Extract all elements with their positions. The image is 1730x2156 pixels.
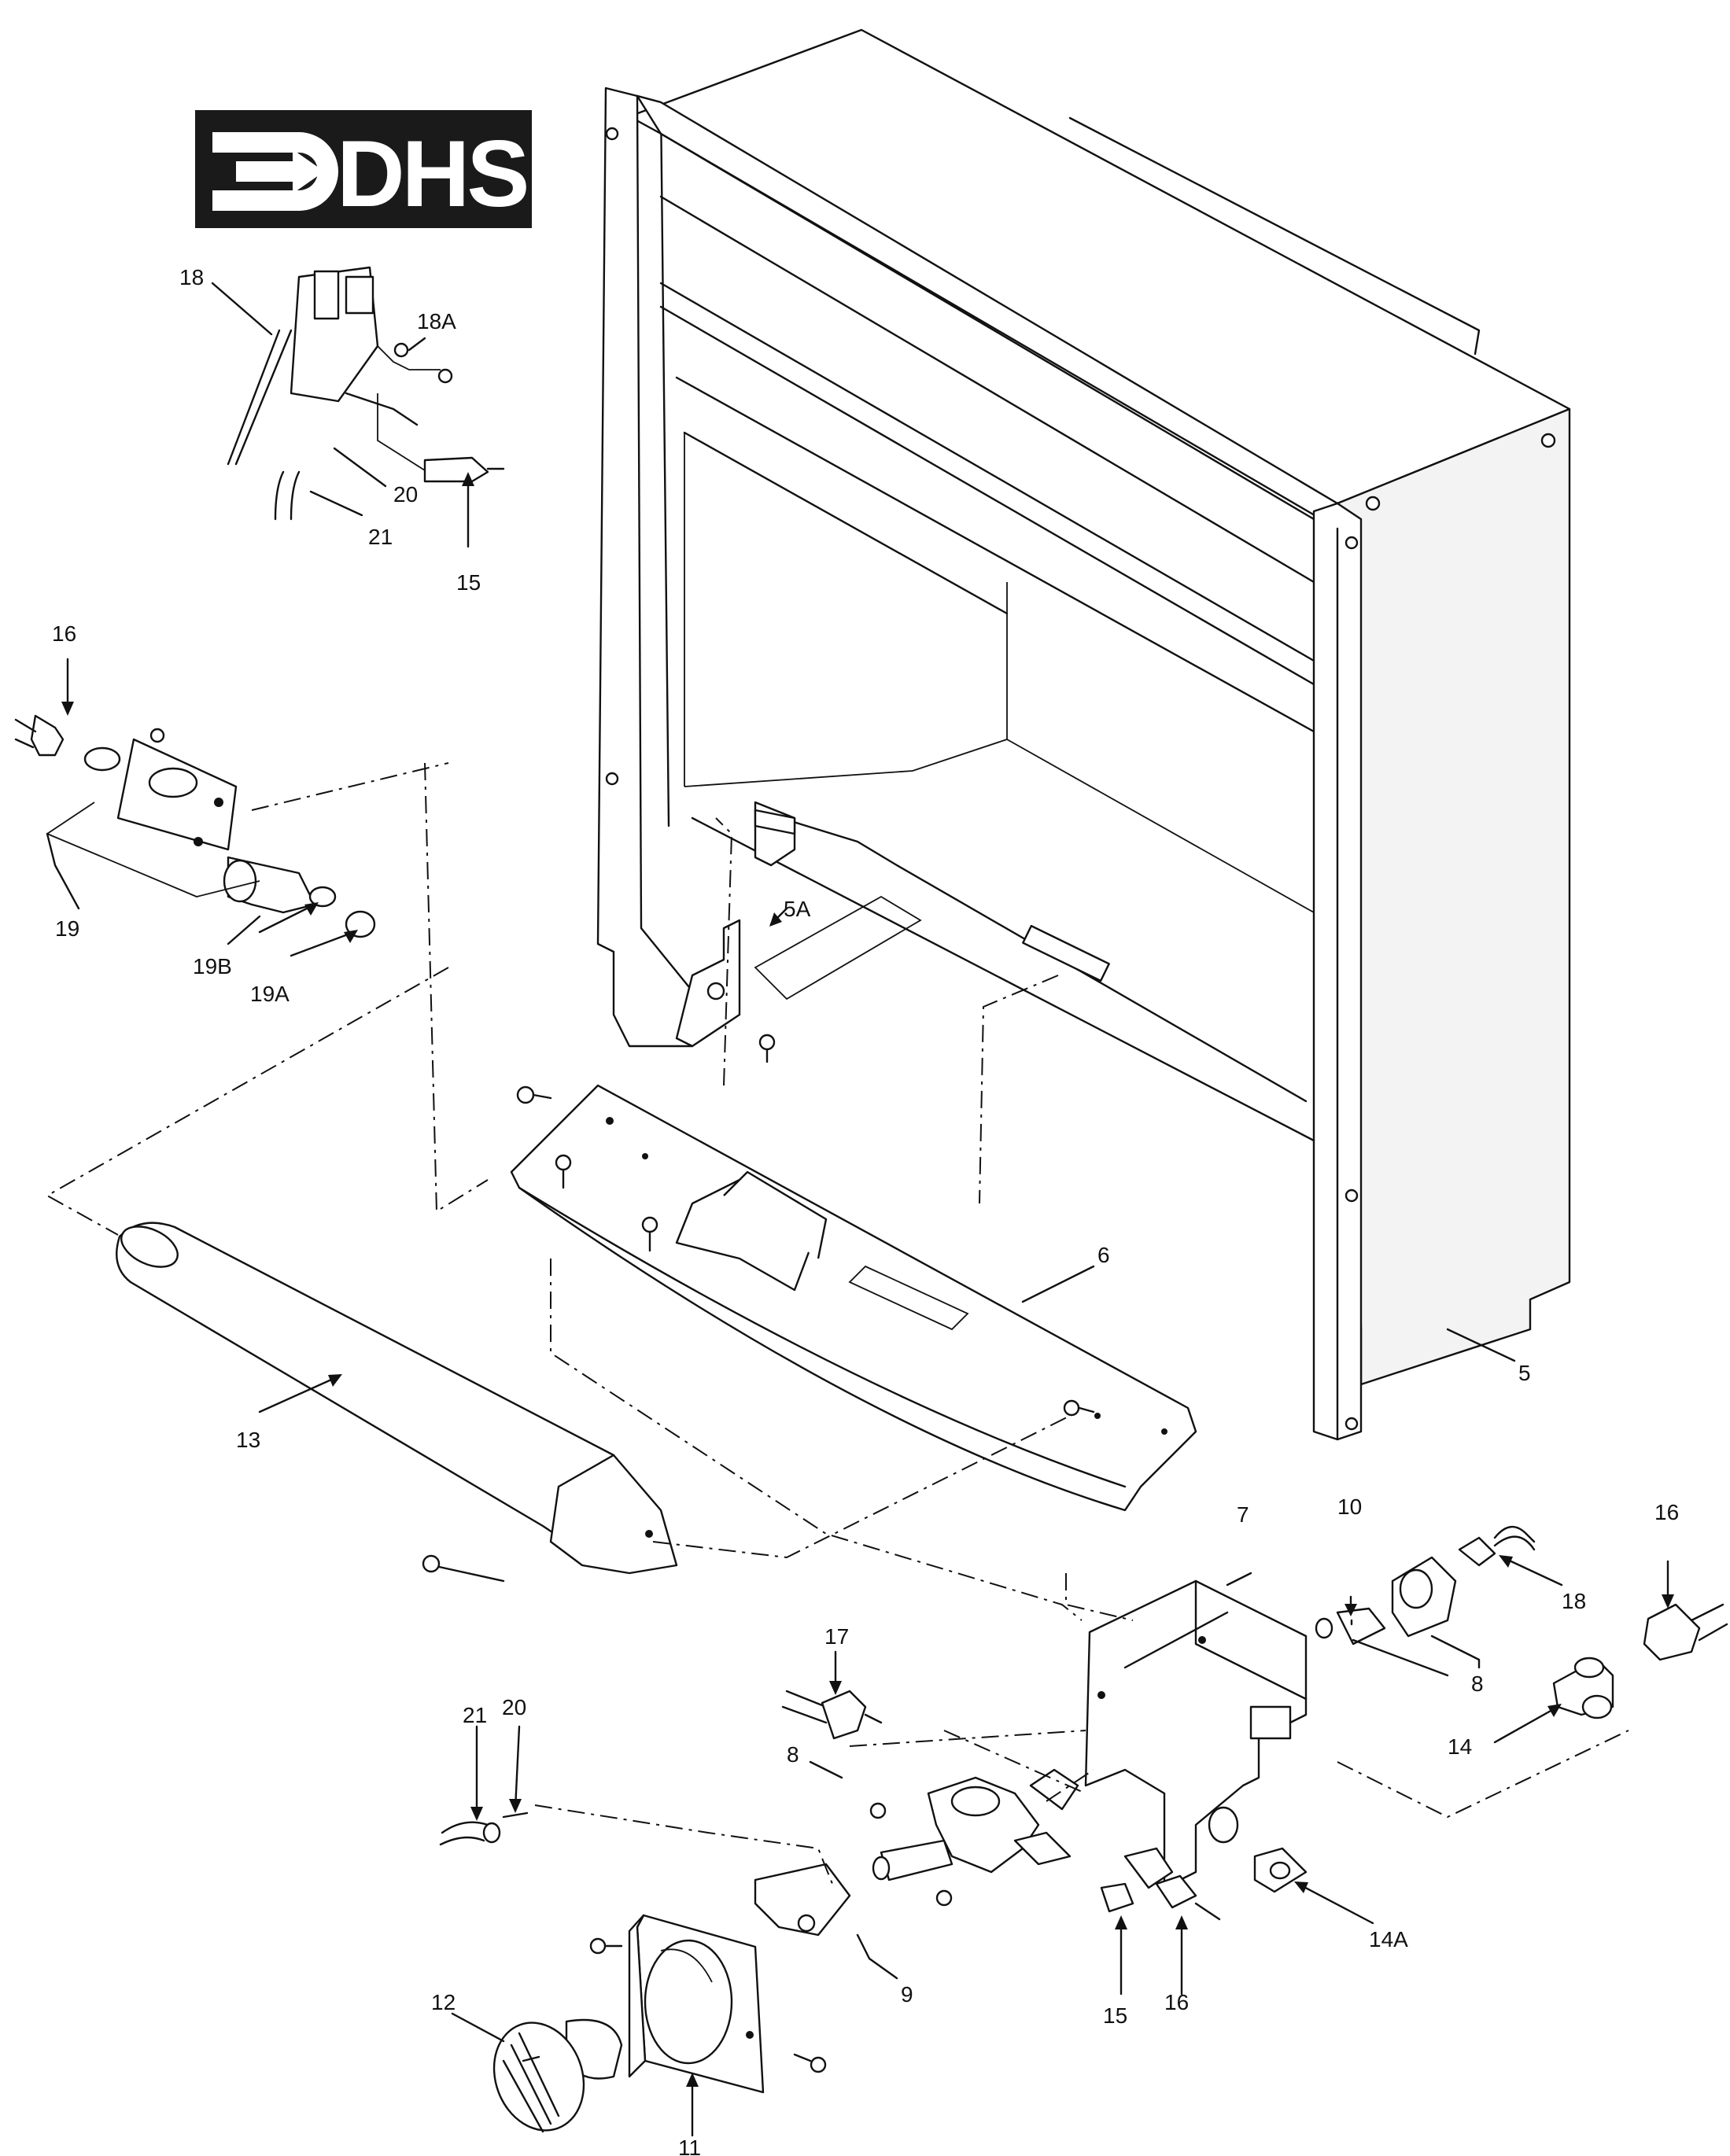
label-18-right: 18: [1562, 1589, 1586, 1613]
control-knob: [492, 2018, 623, 2133]
label-19: 19: [55, 916, 79, 941]
burner-tray: [510, 1034, 1197, 1512]
label-15-top: 15: [456, 570, 481, 595]
label-18-top: 18: [179, 265, 204, 289]
screw-icon: [793, 2053, 827, 2073]
screw-icon: [641, 1216, 658, 1252]
label-20-bottom: 20: [502, 1695, 526, 1719]
screw-icon: [393, 342, 409, 358]
assembly-guides: [45, 762, 1629, 1889]
leader-lines: [46, 282, 1674, 2137]
screw-icon: [516, 1085, 552, 1104]
label-14A: 14A: [1369, 1927, 1408, 1951]
gas-valve: [754, 1768, 1079, 1937]
label-9: 9: [901, 1982, 913, 2007]
label-15-bottom: 15: [1103, 2003, 1127, 2028]
label-5A: 5A: [784, 897, 811, 921]
label-21-bottom: 21: [463, 1703, 487, 1727]
label-12: 12: [431, 1990, 456, 2014]
screw-icon: [758, 1034, 776, 1063]
logo-text: DHS: [337, 121, 526, 227]
label-19A: 19A: [250, 982, 290, 1006]
screw-icon: [1063, 1399, 1095, 1417]
label-17: 17: [824, 1624, 849, 1649]
control-panel: [589, 1914, 827, 2094]
label-16-right: 16: [1654, 1500, 1679, 1524]
label-18A: 18A: [417, 309, 456, 334]
firebox-assembly: [596, 28, 1571, 1441]
label-20-top: 20: [393, 482, 418, 507]
label-16-left: 16: [52, 621, 76, 646]
right-fittings: [781, 1526, 1728, 1921]
part-labels: 18 18A 20 21 15 16 19 19B 19A 5A 6 5 13 …: [52, 265, 1679, 2156]
label-11: 11: [678, 2136, 701, 2156]
label-7: 7: [1237, 1502, 1249, 1527]
label-14: 14: [1448, 1734, 1472, 1759]
screw-icon: [422, 1554, 505, 1583]
label-6: 6: [1097, 1243, 1110, 1267]
screw-icon: [869, 1802, 887, 1819]
screw-icon: [555, 1154, 572, 1189]
label-8-right: 8: [1471, 1671, 1484, 1696]
label-5: 5: [1518, 1361, 1531, 1385]
valve-fittings-19: [14, 714, 376, 938]
screw-icon: [149, 728, 165, 743]
label-8-left: 8: [787, 1742, 799, 1767]
label-10: 10: [1337, 1494, 1362, 1519]
screw-icon: [589, 1937, 623, 1955]
burner-tube: [116, 1222, 678, 1583]
nut-icon: [437, 368, 453, 384]
screw-icon: [935, 1889, 953, 1907]
label-21-top: 21: [368, 525, 393, 549]
label-19B: 19B: [193, 954, 232, 978]
label-13: 13: [236, 1428, 260, 1452]
valve-bracket: [1084, 1579, 1308, 1889]
pilot-assembly: [227, 266, 505, 521]
thermocouple-wires: [439, 1811, 529, 1846]
label-16-bottom: 16: [1164, 1990, 1189, 2014]
dhs-logo: DHS: [195, 110, 532, 228]
